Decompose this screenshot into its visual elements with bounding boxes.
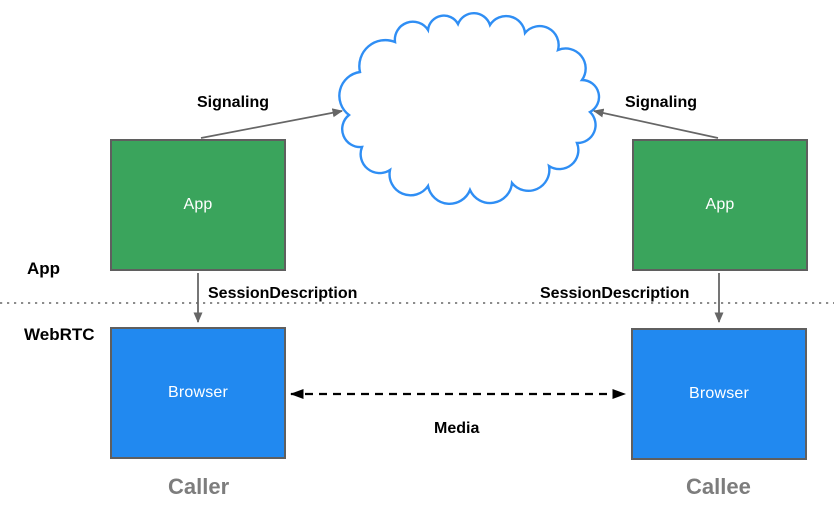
node-callee-browser-label: Browser [688,385,750,402]
node-caller-app: App [110,139,286,271]
lane-label-webrtc: WebRTC [24,325,95,344]
node-callee-browser: Browser [631,328,807,460]
callee-session-description-label: SessionDescription [540,285,690,302]
media-label: Media [434,420,480,437]
node-caller-app-label: App [183,196,213,213]
caption-callee: Callee [686,474,751,499]
caller-session-description-label: SessionDescription [208,285,358,302]
callee-signaling-arrow [593,108,719,139]
node-callee-app-label: App [705,196,735,213]
lane-label-app: App [27,259,61,278]
node-caller-browser-label: Browser [167,384,229,401]
caller-signaling-arrow [200,108,343,139]
caption-caller: Caller [168,474,230,499]
caller-signaling-label: Signaling [197,94,269,111]
node-caller-browser: Browser [110,327,286,459]
callee-signaling-label: Signaling [625,94,697,111]
node-callee-app: App [632,139,808,271]
signaling-cloud-icon [338,12,601,205]
